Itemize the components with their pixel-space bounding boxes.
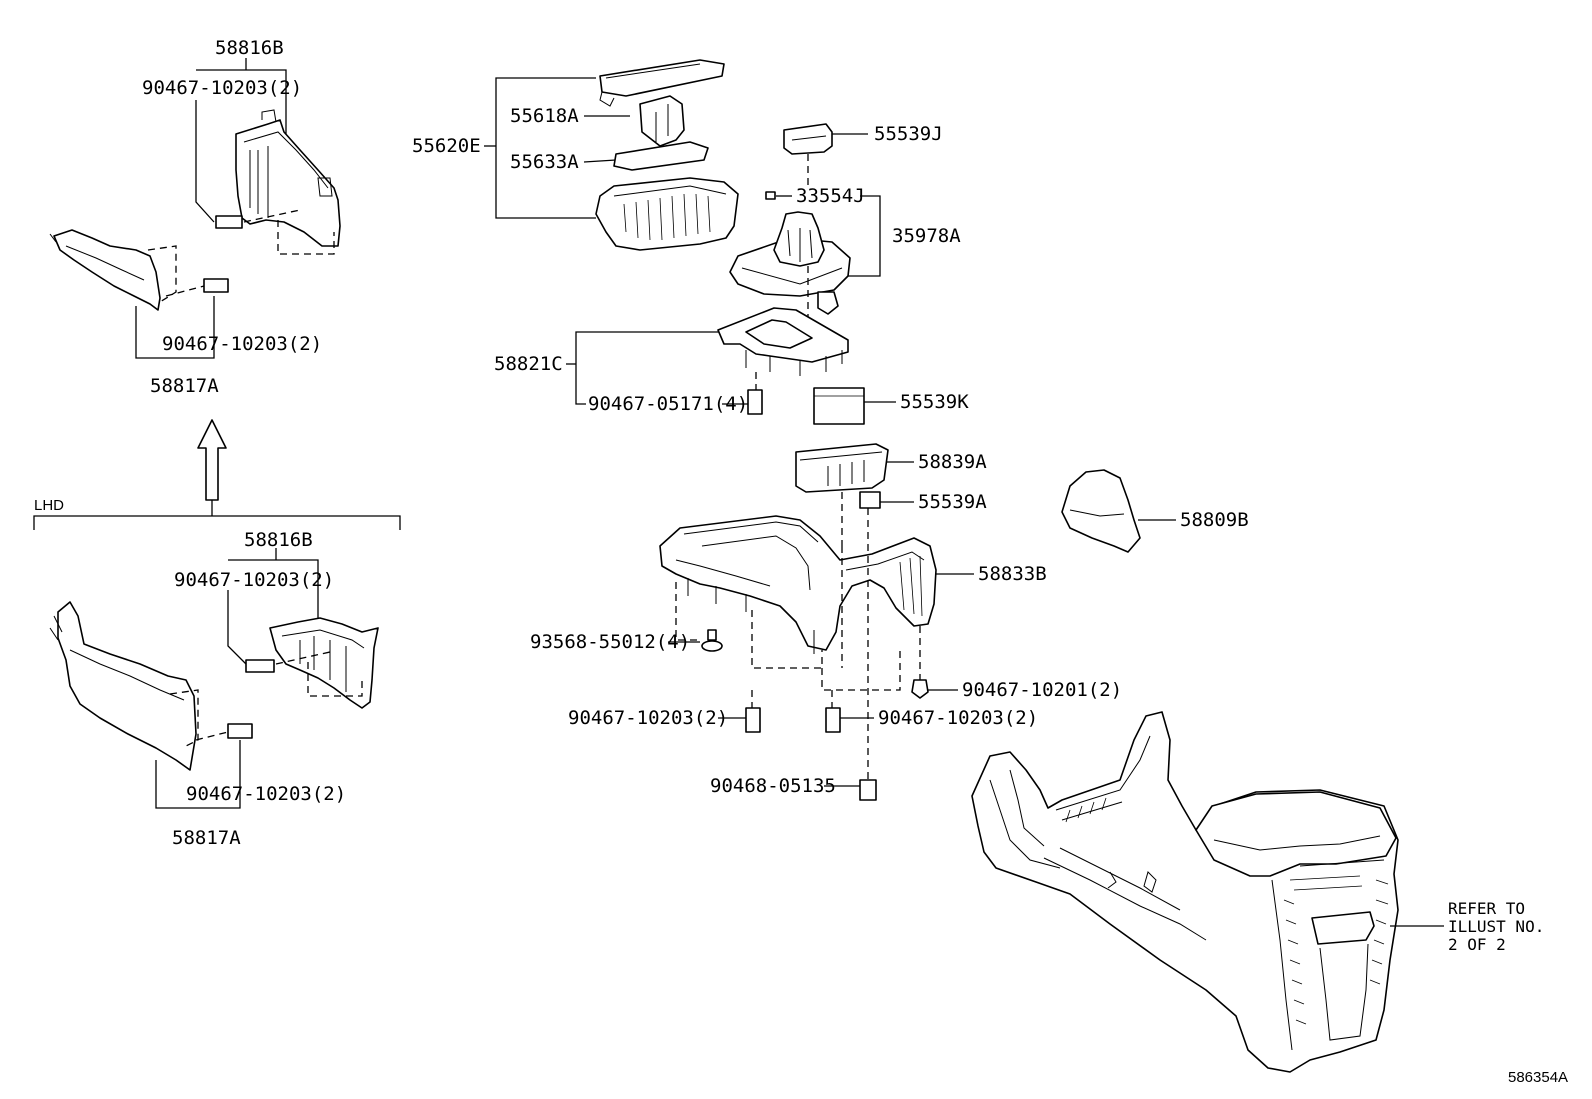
- up-arrow-icon: [197, 419, 227, 501]
- label-90467-upper-top[interactable]: 90467-10203(2): [142, 77, 302, 99]
- label-90467-10203-right[interactable]: 90467-10203(2): [878, 707, 1038, 729]
- refer-line-3[interactable]: 2 OF 2: [1448, 935, 1506, 954]
- clip-90467-upper-b[interactable]: [203, 278, 229, 293]
- refer-line-2[interactable]: ILLUST NO.: [1448, 917, 1544, 936]
- label-90467-lower-top[interactable]: 90467-10203(2): [174, 569, 334, 591]
- label-90467-lower-bottom[interactable]: 90467-10203(2): [186, 783, 346, 805]
- label-58816b-upper[interactable]: 58816B: [215, 37, 284, 59]
- upper-left-group: 58816B 90467-10203(2) 90467-10203(2) 588…: [49, 37, 341, 397]
- label-58833b[interactable]: 58833B: [978, 563, 1047, 585]
- label-55539k[interactable]: 55539K: [900, 391, 969, 413]
- label-33554j[interactable]: 33554J: [796, 185, 865, 207]
- part-55618a[interactable]: [639, 95, 685, 147]
- label-58839a[interactable]: 58839A: [918, 451, 987, 473]
- assembly-35978a: 55539J 33554J 35978A: [729, 123, 961, 320]
- console-body[interactable]: [971, 711, 1399, 1073]
- label-90467-upper-bottom[interactable]: 90467-10203(2): [162, 333, 322, 355]
- lower-left-group: 58816B 90467-10203(2) 90467-10203(2) 588…: [49, 529, 379, 849]
- part-55539j[interactable]: [783, 123, 833, 155]
- label-55539j[interactable]: 55539J: [874, 123, 943, 145]
- label-55618a[interactable]: 55618A: [510, 105, 579, 127]
- part-58839a[interactable]: [795, 443, 889, 493]
- label-55633a[interactable]: 55633A: [510, 151, 579, 173]
- refer-note: REFER TO ILLUST NO. 2 OF 2: [1390, 899, 1544, 954]
- part-58821c[interactable]: [717, 307, 849, 376]
- label-93568[interactable]: 93568-55012(4): [530, 631, 690, 653]
- part-58817a-lower[interactable]: [49, 601, 197, 771]
- part-58809b[interactable]: [1061, 469, 1141, 553]
- label-58817a-lower[interactable]: 58817A: [172, 827, 241, 849]
- label-58816b-lower[interactable]: 58816B: [244, 529, 313, 551]
- clip-90467-upper-a[interactable]: [215, 215, 243, 229]
- part-tray[interactable]: [595, 177, 739, 251]
- label-90467-10203-left[interactable]: 90467-10203(2): [568, 707, 728, 729]
- label-90468-05135[interactable]: 90468-05135: [710, 775, 836, 797]
- label-90467-05171[interactable]: 90467-05171(4): [588, 393, 748, 415]
- label-lhd[interactable]: LHD: [34, 497, 64, 514]
- part-35978a[interactable]: [729, 211, 851, 315]
- clip-90467-10203-right[interactable]: [825, 707, 841, 733]
- part-lid[interactable]: [599, 59, 725, 107]
- label-58821c[interactable]: 58821C: [494, 353, 563, 375]
- assembly-58809b: 58809B: [1061, 469, 1249, 553]
- assembly-58833b: 58833B 93568-55012(4) 90467-10201(2) 904…: [530, 515, 1122, 801]
- label-55539a[interactable]: 55539A: [918, 491, 987, 513]
- part-58833b[interactable]: [659, 515, 937, 654]
- refer-line-1[interactable]: REFER TO: [1448, 899, 1525, 918]
- clip-90467-10201[interactable]: [911, 679, 929, 699]
- clip-90467-lower-a[interactable]: [245, 659, 275, 673]
- part-58817a-upper[interactable]: [49, 229, 161, 311]
- part-58816b-upper[interactable]: [235, 109, 341, 247]
- lhd-group: LHD: [33, 497, 401, 530]
- label-58809b[interactable]: 58809B: [1180, 509, 1249, 531]
- label-35978a[interactable]: 35978A: [892, 225, 961, 247]
- part-93568-bolt[interactable]: [701, 629, 723, 652]
- label-58817a-upper[interactable]: 58817A: [150, 375, 219, 397]
- clip-90468-05135[interactable]: [859, 779, 877, 801]
- illustration-id: 586354A: [1508, 1069, 1568, 1086]
- clip-90467-lower-b[interactable]: [227, 723, 253, 739]
- clip-90467-05171[interactable]: [747, 389, 763, 415]
- part-58816b-lower[interactable]: [269, 617, 379, 709]
- part-33554j[interactable]: [765, 191, 776, 200]
- assembly-55620e: 55620E 55618A 55633A: [412, 59, 739, 251]
- part-55539a[interactable]: [859, 491, 881, 509]
- assembly-58839a: 58839A 55539A: [795, 443, 987, 556]
- clip-90467-10203-left[interactable]: [745, 707, 761, 733]
- label-90467-10201[interactable]: 90467-10201(2): [962, 679, 1122, 701]
- part-55633a[interactable]: [613, 141, 709, 171]
- label-55620e[interactable]: 55620E: [412, 135, 481, 157]
- part-55539k[interactable]: [813, 387, 865, 425]
- assembly-58821c: 58821C 90467-05171(4) 55539K: [494, 307, 969, 425]
